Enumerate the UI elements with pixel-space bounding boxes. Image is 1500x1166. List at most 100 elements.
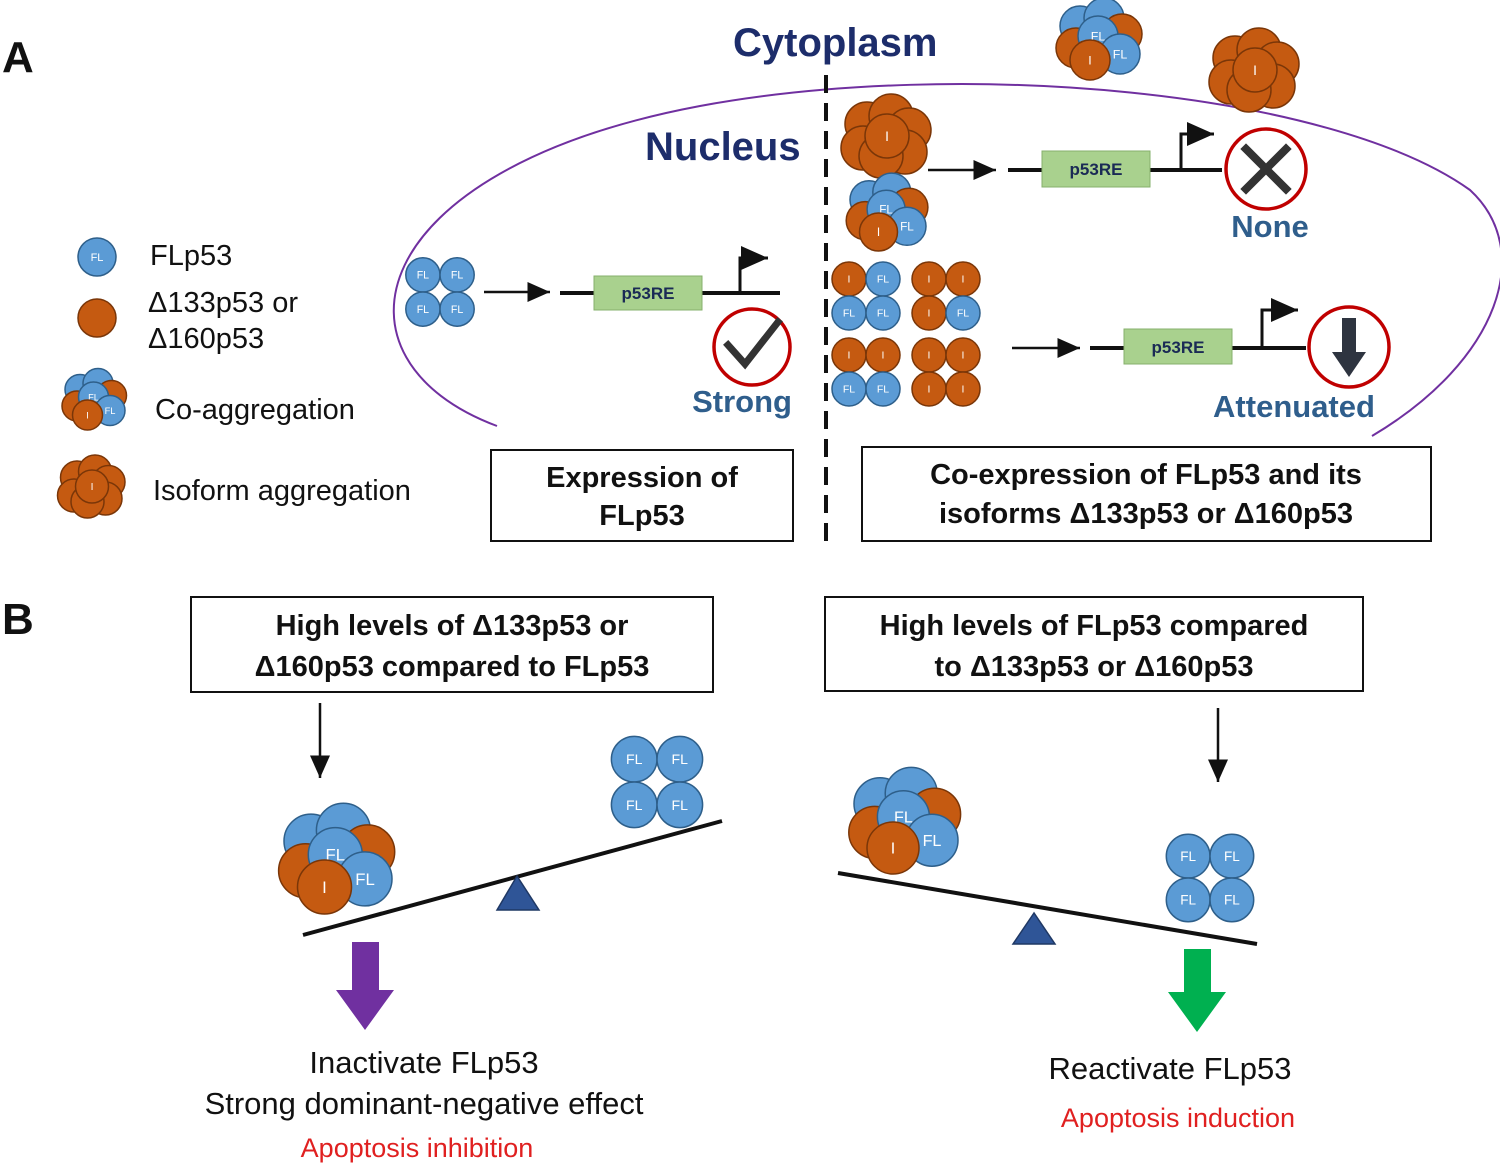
check-icon [712, 307, 792, 387]
svg-text:I: I [86, 410, 89, 420]
svg-text:FL: FL [900, 220, 914, 233]
svg-text:FL: FL [105, 406, 116, 416]
svg-text:FL: FL [843, 308, 855, 320]
p53re-box-left [593, 275, 703, 311]
svg-text:FL: FL [877, 308, 889, 320]
outcome-right-line1: Reactivate FLp53 [1049, 1051, 1292, 1086]
coexpression-line1: Co-expression of FLp53 and its [930, 459, 1362, 491]
svg-text:I: I [962, 384, 965, 396]
svg-text:FL: FL [877, 274, 889, 286]
down-arrow-icon [1307, 305, 1391, 389]
svg-text:FL: FL [672, 751, 689, 767]
purple-down-arrow [336, 942, 394, 1030]
high-fl-line2: to Δ133p53 or Δ160p53 [935, 651, 1254, 683]
svg-text:I: I [928, 384, 931, 396]
cytoplasm-label: Cytoplasm [733, 21, 938, 65]
p53re-box-top [1041, 150, 1151, 188]
legend-isoform-molecule [77, 298, 117, 338]
nucleus-label: Nucleus [645, 125, 801, 169]
svg-text:FL: FL [957, 308, 969, 320]
svg-text:FL: FL [1180, 849, 1196, 864]
expression-box [490, 449, 794, 542]
legend-coagg-cluster: FL FL I [61, 367, 128, 431]
svg-text:FL: FL [88, 392, 99, 402]
fl-tetramer-seesaw-right: FL FL FL FL [1165, 833, 1255, 923]
svg-text:I: I [848, 274, 851, 286]
legend-fl-molecule: FL [77, 237, 117, 277]
high-fl-line1: High levels of FLp53 compared [880, 610, 1309, 642]
p53re-label-bottom: p53RE [1152, 338, 1205, 357]
svg-text:I: I [928, 274, 931, 286]
svg-text:FL: FL [877, 384, 889, 396]
outcome-left-line2: Strong dominant-negative effect [205, 1086, 644, 1121]
svg-text:I: I [1088, 53, 1091, 67]
status-strong: Strong [692, 384, 792, 419]
svg-text:FL: FL [1224, 849, 1240, 864]
isoform-aggregate-nucleus: I [840, 93, 932, 179]
high-isoform-box [190, 596, 714, 693]
svg-text:I: I [962, 274, 965, 286]
legend-isoform-aggregation: Isoform aggregation [153, 475, 411, 507]
svg-text:FL: FL [91, 252, 104, 264]
svg-text:I: I [882, 350, 885, 362]
panel-b-label: B [2, 595, 34, 644]
outcome-left-red: Apoptosis inhibition [301, 1133, 534, 1163]
svg-text:I: I [891, 840, 895, 858]
status-attenuated: Attenuated [1213, 389, 1375, 424]
legend-isoform-line1: Δ133p53 or [148, 287, 298, 319]
green-down-arrow [1168, 949, 1226, 1032]
p53re-label-top: p53RE [1070, 160, 1123, 179]
svg-text:FL: FL [843, 384, 855, 396]
svg-text:FL: FL [1180, 893, 1196, 908]
high-fl-box [824, 596, 1364, 692]
svg-text:FL: FL [626, 797, 643, 813]
transcription-arrow-top [1179, 122, 1214, 170]
panel-a-label: A [2, 33, 34, 82]
svg-text:I: I [1253, 63, 1257, 78]
status-none: None [1231, 209, 1309, 244]
high-isoform-line1: High levels of Δ133p53 or [276, 610, 629, 642]
legend-isoform-line2: Δ160p53 [148, 323, 264, 355]
isoform-aggregate-cytoplasm: I [1208, 27, 1300, 113]
coexpression-line2: isoforms Δ133p53 or Δ160p53 [939, 498, 1353, 530]
svg-text:FL: FL [1224, 893, 1240, 908]
legend-flp53: FLp53 [150, 240, 232, 272]
svg-text:I: I [885, 129, 889, 144]
svg-text:FL: FL [451, 304, 463, 316]
transcription-arrow-left [738, 246, 768, 293]
svg-text:FL: FL [417, 270, 429, 282]
coexpression-box [861, 446, 1432, 542]
outcome-right-red: Apoptosis induction [1061, 1103, 1295, 1133]
p53re-label-left: p53RE [622, 284, 675, 303]
svg-text:I: I [928, 308, 931, 320]
legend-coaggregation: Co-aggregation [155, 394, 355, 426]
svg-text:I: I [91, 482, 94, 493]
cross-icon [1224, 127, 1308, 211]
svg-text:I: I [877, 226, 880, 239]
fulcrum-left [495, 874, 541, 911]
p53re-box-bottom [1123, 328, 1233, 365]
svg-text:FL: FL [1113, 47, 1128, 61]
seesaw-beam-left [302, 819, 723, 937]
expression-line2: FLp53 [599, 500, 684, 532]
expression-line1: Expression of [546, 462, 738, 494]
svg-text:FL: FL [417, 304, 429, 316]
nucleus-membrane [392, 83, 1500, 437]
svg-text:FL: FL [355, 870, 375, 889]
outcome-left-line1: Inactivate FLp53 [309, 1045, 538, 1080]
svg-text:FL: FL [626, 751, 643, 767]
svg-text:I: I [322, 878, 327, 897]
svg-text:FL: FL [672, 797, 689, 813]
legend-isoagg-cluster: I [56, 454, 126, 519]
seesaw-beam-right [837, 871, 1258, 946]
high-isoform-line2: Δ160p53 compared to FLp53 [255, 651, 650, 683]
svg-text:I: I [928, 350, 931, 362]
fulcrum-right [1011, 911, 1057, 945]
svg-text:I: I [962, 350, 965, 362]
